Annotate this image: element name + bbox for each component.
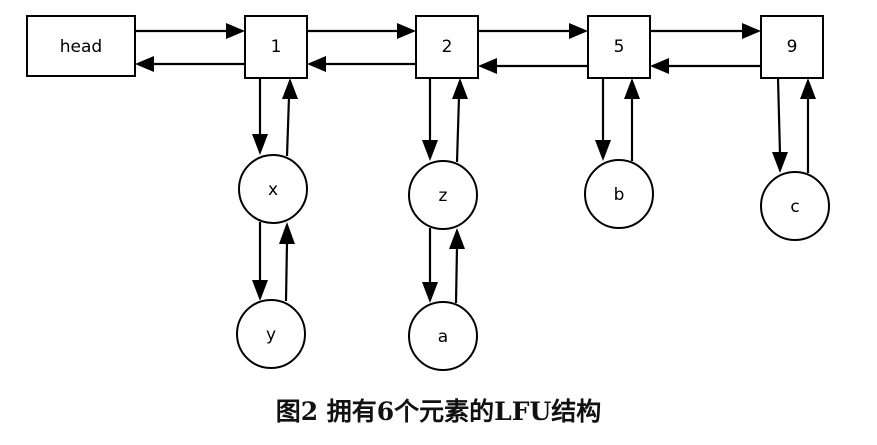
edge-5-to-b <box>595 78 611 161</box>
node-freq-1: 1 <box>244 15 308 79</box>
edge-2-to-1 <box>307 56 416 72</box>
lfu-diagram: head 1 2 5 9 x y z a b c <box>26 15 830 371</box>
node-x: x <box>238 154 308 224</box>
edge-5-to-2 <box>478 58 588 74</box>
node-freq-1-label: 1 <box>271 37 282 57</box>
node-freq-2: 2 <box>415 15 479 79</box>
node-b: b <box>584 159 654 229</box>
figure-caption: 图2 拥有6个元素的LFU结构 <box>275 397 602 426</box>
edge-z-to-2 <box>452 78 468 163</box>
edge-y-to-x <box>279 222 295 302</box>
node-z-label: z <box>439 186 448 206</box>
node-freq-9: 9 <box>760 15 824 79</box>
node-z: z <box>408 160 478 230</box>
edge-x-to-y <box>252 222 268 301</box>
node-head: head <box>26 15 136 77</box>
edge-a-to-z <box>449 228 465 304</box>
node-y: y <box>236 299 306 369</box>
node-freq-5: 5 <box>587 15 651 79</box>
edge-1-to-head <box>135 56 245 72</box>
edge-1-to-x <box>252 78 268 155</box>
node-head-label: head <box>60 37 102 57</box>
node-a: a <box>408 301 478 371</box>
edge-z-to-a <box>422 228 438 303</box>
edge-b-to-5 <box>624 78 640 161</box>
node-freq-2-label: 2 <box>442 37 453 57</box>
node-c: c <box>760 171 830 241</box>
edge-9-to-c <box>772 77 788 173</box>
edge-c-to-9 <box>800 78 816 173</box>
node-freq-5-label: 5 <box>614 37 625 57</box>
edge-5-to-9 <box>650 23 761 39</box>
edge-1-to-2 <box>307 23 416 39</box>
node-x-label: x <box>268 180 278 200</box>
edge-2-to-z <box>422 78 438 161</box>
edge-head-to-1 <box>135 23 245 39</box>
edge-2-to-5 <box>478 23 588 39</box>
edge-x-to-1 <box>282 78 298 157</box>
edge-9-to-5 <box>650 58 761 74</box>
node-freq-9-label: 9 <box>787 37 798 57</box>
node-y-label: y <box>266 325 276 345</box>
node-b-label: b <box>614 185 625 205</box>
node-c-label: c <box>790 197 799 217</box>
node-a-label: a <box>438 327 448 347</box>
